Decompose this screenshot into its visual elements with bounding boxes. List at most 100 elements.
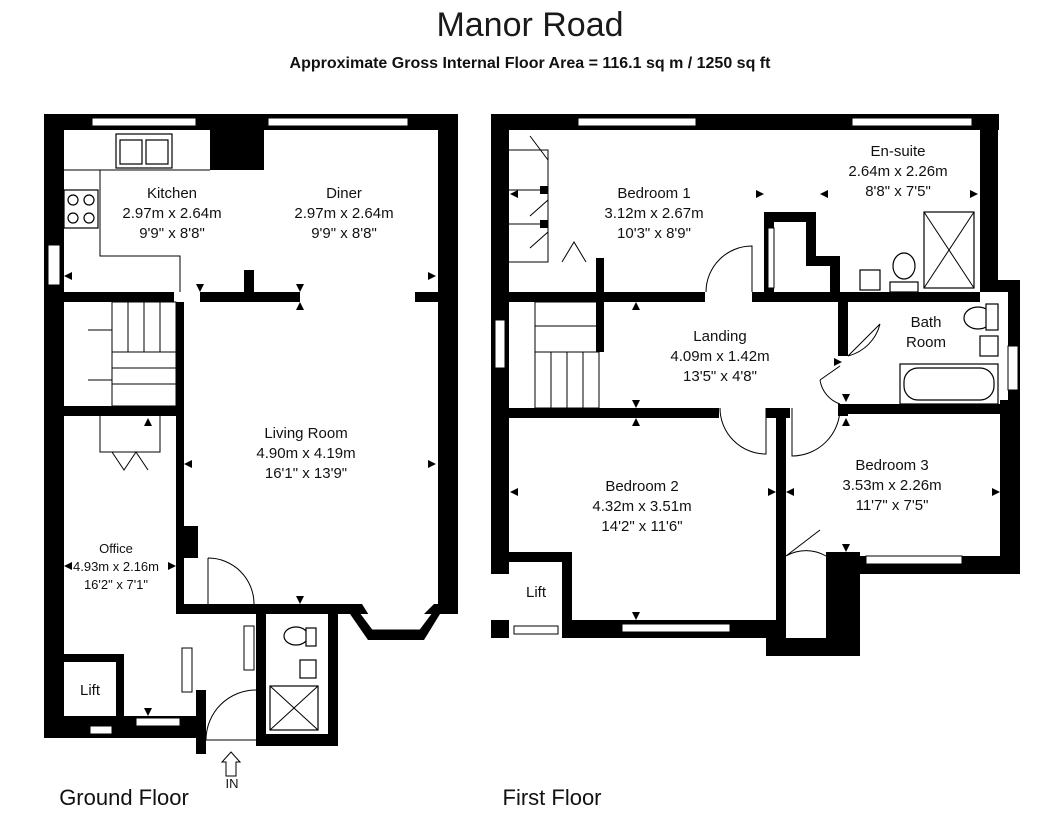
ff-wall-south-step [766,638,860,656]
gf-wall-hall-stub [176,604,204,614]
svg-text:Diner: Diner [326,185,362,202]
svg-text:16'2" x 7'1": 16'2" x 7'1" [84,577,148,592]
gf-wall-diner-stub [415,292,438,302]
svg-text:Bath: Bath [911,314,942,331]
svg-text:Bedroom 3: Bedroom 3 [855,457,928,474]
ff-window-bedroom2 [621,623,731,633]
room-label-living-room: Living Room 4.90m x 4.19m 16'1" x 13'9" [256,425,355,482]
gf-wall-office-living [176,416,184,526]
svg-text:Bedroom 2: Bedroom 2 [605,478,678,495]
ff-wall-east-upper [980,114,998,280]
gf-wall-office-hall [176,558,184,608]
svg-text:3.53m x 2.26m: 3.53m x 2.26m [842,477,941,494]
bath-basin-icon [979,335,999,357]
svg-text:4.32m x 3.51m: 4.32m x 3.51m [592,498,691,515]
ff-bath-door [847,323,881,357]
bath-cistern-icon [985,303,999,331]
ff-wall-lift-north [491,552,571,562]
ground-floor-label: Ground Floor [59,785,189,810]
hob-icon [63,189,99,229]
svg-text:4.93m x 2.16m: 4.93m x 2.16m [73,559,159,574]
room-label-diner: Diner 2.97m x 2.64m 9'9" x 8'8" [294,185,393,242]
gf-wall-east [438,114,458,614]
ff-window-ensuite [851,117,973,127]
ff-window-bedroom1 [577,117,697,127]
gf-wall-stairs-east [176,302,184,406]
hob-ring-icon [83,212,95,224]
ff-wardrobes [509,135,604,298]
ff-window-bath [1007,345,1019,391]
hob-ring-icon [67,212,79,224]
ff-wall-ensuite [764,212,840,300]
ff-cupboard-door [819,365,841,405]
gf-wall-kitchen-south [64,292,174,302]
room-label-bedroom-1: Bedroom 1 3.12m x 2.67m 10'3" x 8'9" [604,185,703,242]
gf-hall-slide-door [243,625,255,671]
svg-text:En-suite: En-suite [870,143,925,160]
svg-text:4.09m x 1.42m: 4.09m x 1.42m [670,348,769,365]
bath-tub-inner-icon [903,367,995,401]
hob-ring-icon [83,194,95,206]
gf-wall-lift-east [116,654,124,738]
ff-wall-bath-south [838,404,1008,414]
room-label-ff-lift: Lift [526,584,547,601]
gf-bay-glass [359,613,433,631]
ff-wall-landing-south [509,408,719,418]
gf-wall-lift-north [64,654,116,662]
entrance-arrow-icon [220,751,242,777]
ff-staircase [534,301,604,409]
svg-text:8'8" x 7'5": 8'8" x 7'5" [865,183,931,200]
room-label-gf-lift: Lift [80,682,101,699]
gf-wall-shower-south [256,734,336,746]
ff-window-lift [513,625,559,635]
gf-window-west [47,244,61,286]
ff-wall-sw-corner [491,620,509,638]
entrance-label: IN [226,776,239,791]
gf-hall-door [207,557,255,605]
svg-text:Room: Room [906,334,946,351]
room-label-bath-room: Bath Room [906,314,946,351]
first-floor-label: First Floor [503,785,602,810]
gf-window-kitchen [91,117,197,127]
gf-wall-living-south [200,604,340,614]
ff-wall-bed1-east [752,292,846,302]
svg-text:14'2" x 11'6": 14'2" x 11'6" [601,518,682,535]
ff-wall-landing-east [838,404,848,416]
svg-text:2.64m x 2.26m: 2.64m x 2.26m [848,163,947,180]
gf-wall-partition [244,270,254,292]
ground-floor-plan: Kitchen 2.97m x 2.64m 9'9" x 8'8" Diner … [44,114,458,810]
svg-text:10'3" x 8'9": 10'3" x 8'9" [617,225,691,242]
page-title: Manor Road [436,6,623,44]
ff-wall-landing-stub [766,408,790,418]
room-label-bedroom-3: Bedroom 3 3.53m x 2.26m 11'7" x 7'5" [842,457,941,514]
ff-window-west [494,319,506,369]
ff-wall-lift-east [562,552,572,638]
gf-office-slide-door [181,647,193,693]
gf-staircase [88,301,177,407]
cistern-icon [305,627,317,647]
ff-bed3-cupboard-door [785,529,827,557]
svg-text:13'5" x 4'8": 13'5" x 4'8" [683,368,757,385]
ff-wall-bath-west [838,300,848,356]
room-label-office: Office 4.93m x 2.16m 16'2" x 7'1" [73,541,159,592]
ff-bedroom3-door [791,407,841,457]
ff-wall-ensuite-south [846,292,980,302]
ff-wall-bed1-south [509,292,705,302]
svg-text:Landing: Landing [693,328,746,345]
svg-text:3.12m x 2.67m: 3.12m x 2.67m [604,205,703,222]
front-door [205,689,257,741]
room-label-landing: Landing 4.09m x 1.42m 13'5" x 4'8" [670,328,769,385]
svg-text:9'9" x 8'8": 9'9" x 8'8" [311,225,377,242]
gf-wall-shower-east [328,612,338,746]
svg-text:Living Room: Living Room [264,425,347,442]
gf-wall-entry-west [196,690,206,754]
hob-ring-icon [67,194,79,206]
gf-wall-kitchen-diner [200,292,300,302]
first-floor-plan: Bedroom 1 3.12m x 2.67m 10'3" x 8'9" En-… [491,114,1020,810]
gf-wall-stairs-south [64,406,184,416]
svg-text:Kitchen: Kitchen [147,185,197,202]
ff-ensuite-slide-door [767,227,775,289]
ff-bedroom1-door [705,245,753,293]
ff-cistern-icon [889,281,919,293]
